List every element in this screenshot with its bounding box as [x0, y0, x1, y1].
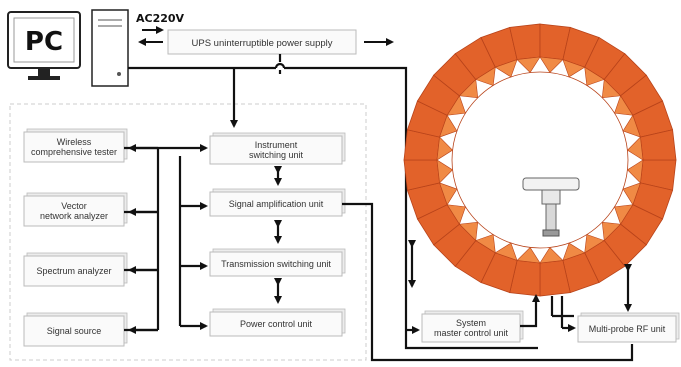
- probe-element: [562, 59, 586, 78]
- vna-label-line: Vector: [61, 201, 87, 211]
- probe-element: [494, 59, 518, 78]
- probe-ring: [403, 23, 677, 297]
- ring-interior: [451, 71, 629, 249]
- amp-label-line: Signal amplification unit: [229, 199, 324, 209]
- wireless-label-line: comprehensive tester: [31, 147, 117, 157]
- pc-label: PC: [25, 27, 63, 57]
- unit-bus: [178, 156, 208, 330]
- rf-box: Multi-probe RF unit: [577, 312, 680, 343]
- probe-element: [601, 78, 622, 99]
- probe-element: [446, 95, 466, 116]
- power-label-line: Power control unit: [240, 319, 313, 329]
- instrument-bus: [124, 144, 208, 334]
- probe-element: [584, 66, 605, 86]
- pc-tower-icon: [91, 9, 129, 87]
- amp-to-master-line: [342, 202, 634, 362]
- instr-switch-label-line: switching unit: [249, 150, 304, 160]
- probe-element: [436, 159, 454, 184]
- instrument-rack-outline: [9, 103, 367, 361]
- spectrum-label-line: Spectrum analyzer: [36, 266, 111, 276]
- ups-label: UPS uninterruptible power supply: [192, 38, 333, 49]
- wireless-label-line: Wireless: [57, 137, 92, 147]
- ups-box: UPS uninterruptible power supply: [167, 29, 357, 55]
- probe-element: [584, 234, 605, 254]
- probe-element: [626, 159, 644, 184]
- probe-element: [626, 136, 644, 161]
- probe-element: [475, 66, 496, 86]
- probe-element: [622, 114, 641, 138]
- probe-element: [562, 242, 586, 261]
- trans-label-line: Transmission switching unit: [221, 259, 331, 269]
- amp-box: Signal amplification unit: [209, 188, 346, 217]
- signal-box: Signal source: [23, 312, 128, 347]
- ring-bottom-arrows: [520, 264, 632, 332]
- probe-element: [601, 221, 622, 242]
- probe-element: [516, 246, 541, 264]
- rf-label-line: Multi-probe RF unit: [589, 324, 666, 334]
- probe-element: [436, 136, 454, 161]
- probe-element: [539, 246, 564, 264]
- pc-bus-lines: [128, 54, 538, 350]
- dut-mount-icon: [522, 177, 580, 237]
- probe-element: [458, 78, 479, 99]
- probe-element: [516, 56, 541, 74]
- probe-element: [539, 56, 564, 74]
- probe-element: [614, 204, 634, 225]
- spectrum-box: Spectrum analyzer: [23, 252, 128, 287]
- probe-element: [458, 221, 479, 242]
- probe-element: [622, 182, 641, 206]
- pc-monitor-icon: PC: [7, 11, 81, 80]
- probe-element: [614, 95, 634, 116]
- probe-element: [446, 204, 466, 225]
- signal-label-line: Signal source: [47, 326, 102, 336]
- power-box: Power control unit: [209, 308, 346, 337]
- probe-element: [494, 242, 518, 261]
- master-label-line: System: [456, 318, 486, 328]
- master-label-line: master control unit: [434, 328, 509, 338]
- probe-element: [439, 182, 458, 206]
- instr-switch-label-line: Instrument: [255, 140, 298, 150]
- vna-label-line: network analyzer: [40, 211, 108, 221]
- trans-box: Transmission switching unit: [209, 248, 346, 277]
- probe-element: [475, 234, 496, 254]
- probe-element: [439, 114, 458, 138]
- ac-power-label: AC220V: [136, 12, 185, 25]
